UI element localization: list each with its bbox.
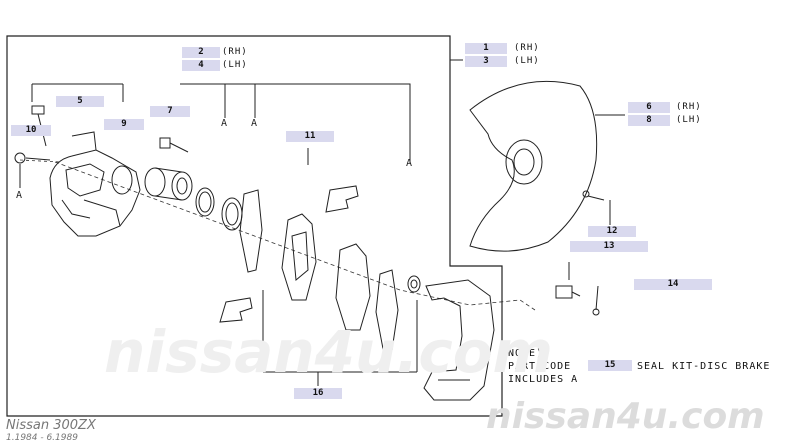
- watermark-main: nissan4u.com: [486, 396, 765, 437]
- callout-10: 10: [11, 125, 51, 136]
- callout-8: 8: [628, 115, 670, 126]
- callout-5: 5: [56, 96, 104, 107]
- callout-4: 4: [182, 60, 220, 71]
- callout-11: 11: [286, 131, 334, 142]
- callout-6-side: (RH): [676, 102, 702, 112]
- note-part-code: PART CODE: [508, 361, 572, 372]
- callout-2-side: (RH): [222, 47, 248, 57]
- callout-7: 7: [150, 106, 190, 117]
- ref-a-3: A: [406, 158, 413, 169]
- ref-a-1: A: [221, 118, 228, 129]
- note-includes: INCLUDES A: [508, 374, 579, 385]
- callout-8-side: (LH): [676, 115, 702, 125]
- ref-a-left: A: [16, 190, 23, 201]
- callout-1-side: (RH): [514, 43, 540, 53]
- callout-14: 14: [634, 279, 712, 290]
- callout-6: 6: [628, 102, 670, 113]
- callout-3: 3: [465, 56, 507, 67]
- callout-4-side: (LH): [222, 60, 248, 70]
- callout-3-side: (LH): [514, 56, 540, 66]
- callout-16: 16: [294, 388, 342, 399]
- callout-2: 2: [182, 47, 220, 58]
- footer-model: Nissan 300ZX: [6, 418, 96, 433]
- note-title: NOTE): [508, 348, 544, 359]
- note-part-name: SEAL KIT-DISC BRAKE: [637, 361, 771, 372]
- callout-15: 15: [588, 360, 632, 371]
- callout-9: 9: [104, 119, 144, 130]
- ref-a-2: A: [251, 118, 258, 129]
- watermark-faint: nissan4u.com: [104, 318, 553, 386]
- footer-dates: 1.1984 - 6.1989: [6, 433, 78, 443]
- callout-12: 12: [588, 226, 636, 237]
- callout-1: 1: [465, 43, 507, 54]
- callout-13: 13: [570, 241, 648, 252]
